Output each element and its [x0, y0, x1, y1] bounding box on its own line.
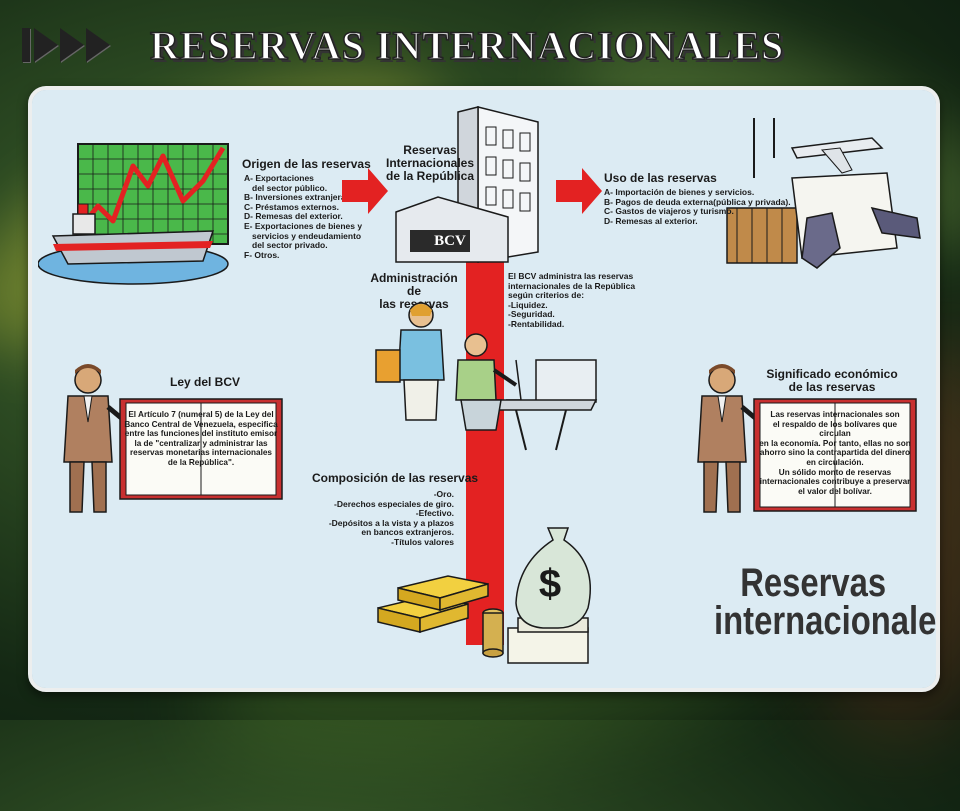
text-line: El BCV administra las reservas [508, 271, 634, 281]
composicion-heading: Composición de las reservas [312, 471, 479, 485]
gold-money-bag-illustration [377, 527, 591, 664]
list-item: -Oro. [433, 489, 454, 499]
heading-line: Administración de [370, 271, 458, 298]
origen-heading: Origen de las reservas [242, 157, 371, 171]
origen-list: A- Exportaciones del sector público. B- … [244, 173, 374, 260]
export-chart-ship-illustration [38, 143, 229, 285]
footer-title-line: Reservas [740, 561, 887, 605]
list-item: -Títulos valores [391, 536, 454, 547]
text-line: en circulación. [806, 457, 864, 467]
arrow-right-icon [556, 168, 602, 214]
list-item: del sector privado. [252, 240, 328, 251]
text-line: -Rentabilidad. [508, 318, 565, 329]
office-workers-illustration [375, 302, 598, 451]
list-item: B- Pagos de deuda externa(pública y priv… [604, 196, 791, 207]
text-line: El Artículo 7 (numeral 5) de la Ley del [128, 410, 274, 419]
text-line: de la República". [167, 457, 235, 467]
open-book-illustration [119, 398, 283, 500]
significado-heading: Significado económico de las reservas [762, 368, 902, 394]
open-book-illustration [753, 398, 917, 512]
text-line: según criterios de: [508, 290, 585, 301]
footer-title: Reservas internacionales [714, 561, 940, 643]
list-item: del sector público. [252, 182, 328, 193]
dollar-symbol: $ [538, 562, 562, 606]
heading-line: Significado económico [766, 367, 898, 381]
uso-heading: Uso de las reservas [604, 171, 717, 185]
center-heading: Reservas Internacionales de la República [380, 144, 480, 183]
heading-line: de las reservas [788, 380, 876, 394]
list-item: B- Inversiones extranjeras. [244, 192, 353, 203]
text-line: en la economía. Por tanto, ellas no son [759, 438, 911, 448]
list-item: C- Gastos de viajeros y turismo. [604, 206, 734, 217]
heading-line: Internacionales [385, 156, 475, 170]
administracion-heading: Administración de las reservas [364, 272, 464, 311]
infographic-frame: Origen de las reservas A- Exportaciones … [28, 86, 940, 692]
list-item: D- Remesas al exterior. [604, 215, 698, 226]
text-line: Un sólido monto de reservas [778, 467, 892, 477]
ley-heading: Ley del BCV [169, 375, 241, 389]
heading-line: de la República [385, 169, 475, 183]
arrow-right-icon [60, 28, 84, 62]
list-item: servicios y endeudamiento [252, 230, 362, 241]
text-line: -Liquidez. [508, 299, 548, 310]
text-line: internacionales contribuye a preservar [759, 477, 911, 487]
bcv-building-illustration [395, 106, 539, 263]
list-item: F- Otros. [244, 249, 280, 260]
significado-body: Las reservas internacionales son el resp… [758, 410, 912, 496]
list-item: -Derechos especiales de giro. [334, 498, 454, 509]
arrow-right-icon [34, 28, 58, 62]
heading-line: Reservas [403, 143, 457, 157]
heading-line: las reservas [379, 297, 449, 311]
red-bar [466, 255, 504, 645]
ley-body: El Artículo 7 (numeral 5) de la Ley del … [124, 410, 278, 468]
text-line: el respaldo de los bolívares que circula… [772, 419, 898, 439]
text-line: internacionales de la República [508, 280, 636, 291]
text-line: entre las funciones del instituto emisor [124, 429, 278, 439]
presenter-man-illustration [63, 364, 128, 513]
arrow-right-icon [342, 168, 388, 214]
uso-list: A- Importación de bienes y servicios. B-… [604, 187, 794, 226]
text-line: Banco Central de Venezuela, especifica [124, 419, 278, 429]
list-item: D- Remesas del exterior. [244, 211, 343, 222]
bcv-sign: BCV [434, 233, 466, 249]
nav-arrows[interactable] [22, 28, 110, 62]
text-line: reservas monetarias internacionales [130, 448, 272, 458]
slide-title: RESERVAS INTERNACIONALES [149, 22, 785, 69]
composicion-list: -Oro. -Derechos especiales de giro. -Efe… [312, 489, 454, 548]
nav-bar-icon [22, 28, 30, 62]
trade-illustration [726, 118, 921, 269]
text-line: la de "centralizar y administrar las [134, 438, 268, 448]
list-item: en bancos extranjeros. [361, 527, 454, 538]
list-item: A- Exportaciones [244, 173, 314, 183]
list-item: C- Préstamos externos. [244, 201, 339, 212]
list-item: E- Exportaciones de bienes y [244, 220, 363, 231]
text-line: el valor del bolívar. [798, 486, 872, 496]
footer-title-line: internacionales [714, 599, 940, 643]
administracion-body: El BCV administra las reservas internaci… [508, 271, 638, 330]
list-item: -Efectivo. [415, 508, 454, 519]
text-line: ahorro sino la contrapartida del dinero [759, 448, 911, 458]
list-item: -Depósitos a la vista y a plazos [328, 517, 454, 528]
text-line: Las reservas internacionales son [770, 410, 900, 419]
arrow-right-icon [86, 28, 110, 62]
list-item: A- Importación de bienes y servicios. [604, 187, 755, 197]
text-line: -Seguridad. [508, 309, 555, 320]
